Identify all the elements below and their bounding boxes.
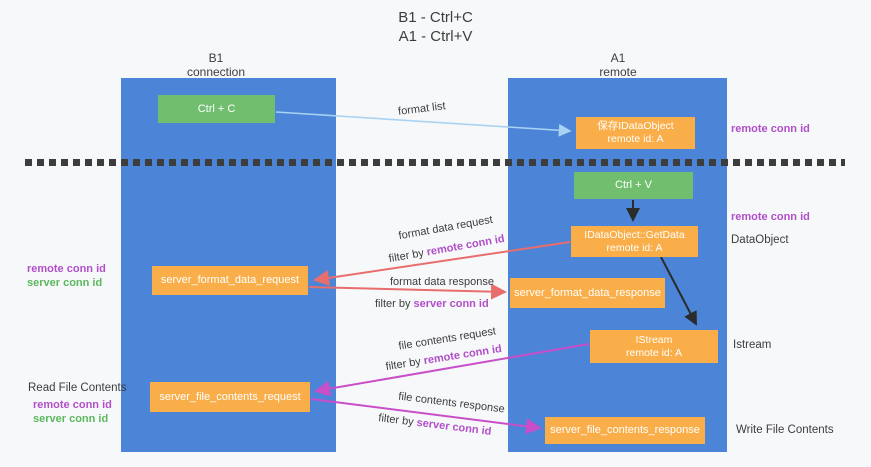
column-a1-role: remote — [599, 65, 637, 79]
node-ctrl-v-label: Ctrl + V — [615, 179, 652, 191]
edge-label-format-data-response: format data response — [390, 276, 494, 288]
column-b1-role: connection — [186, 65, 246, 79]
node-istream-line2: remote id: A — [625, 346, 683, 359]
label-left-conn-ids: remote conn id server conn id — [27, 262, 106, 290]
node-save-idataobject-line2: remote id: A — [607, 133, 664, 145]
diagram-title: B1 - Ctrl+C A1 - Ctrl+V — [0, 8, 871, 46]
node-server-file-contents-request-label: server_file_contents_request — [159, 390, 301, 403]
node-getdata-line2: remote id: A — [606, 241, 663, 254]
filter-by-text: filter by — [375, 298, 414, 310]
arrow-format-data-request — [313, 241, 571, 286]
label-remote-conn-id-mid: remote conn id — [731, 211, 810, 223]
node-ctrl-c: Ctrl + C — [158, 95, 275, 123]
column-header-b1: B1 connection — [136, 51, 296, 79]
node-save-idataobject-line1: 保存IDataObject — [597, 120, 674, 132]
node-server-format-data-request-label: server_format_data_request — [160, 274, 300, 286]
node-server-file-contents-request: server_file_contents_request — [150, 382, 310, 412]
node-idataobject-getdata: IDataObject::GetData remote id: A — [571, 226, 698, 257]
node-server-format-data-response: server_format_data_response — [510, 278, 665, 308]
label-left-remote-conn-id-2: remote conn id — [33, 399, 112, 411]
node-ctrl-v: Ctrl + V — [574, 172, 693, 199]
label-left-server-conn-id-2: server conn id — [33, 413, 109, 425]
label-istream: Istream — [733, 339, 772, 351]
arrow-file-contents-response — [310, 398, 542, 435]
arrow-format-data-response — [308, 283, 507, 300]
node-server-file-contents-response: server_file_contents_response — [545, 417, 705, 444]
label-remote-conn-id-top: remote conn id — [731, 123, 810, 135]
label-left-server-conn-id: server conn id — [27, 277, 103, 289]
node-server-format-data-request: server_format_data_request — [152, 266, 308, 295]
server-conn-id-text: server conn id — [413, 298, 489, 310]
label-read-file-contents: Read File Contents — [28, 382, 127, 394]
node-server-format-data-response-label: server_format_data_response — [514, 286, 661, 299]
arrow-format-list — [275, 111, 572, 137]
arrow-getdata-to-istream — [660, 256, 697, 326]
node-save-idataobject: 保存IDataObject remote id: A — [576, 117, 695, 149]
node-server-file-contents-response-label: server_file_contents_response — [550, 424, 700, 436]
label-left-conn-ids-2: remote conn id server conn id — [33, 398, 112, 426]
node-istream-line1: IStream — [635, 333, 673, 346]
node-getdata-line1: IDataObject::GetData — [584, 228, 685, 241]
label-write-file-contents: Write File Contents — [736, 424, 834, 436]
label-left-remote-conn-id: remote conn id — [27, 263, 106, 275]
column-b1-name: B1 — [208, 51, 224, 65]
node-ctrl-c-label: Ctrl + C — [197, 102, 236, 115]
edge-label-format-response-filter: filter by server conn id — [375, 298, 489, 310]
title-line-1: B1 - Ctrl+C — [398, 9, 473, 26]
label-dataobject: DataObject — [731, 234, 789, 246]
title-line-2: A1 - Ctrl+V — [398, 28, 473, 45]
column-header-a1: A1 remote — [538, 51, 698, 79]
column-a1-name: A1 — [610, 51, 626, 65]
phase-separator-dashed-line — [25, 159, 845, 166]
arrow-file-contents-request — [314, 343, 590, 397]
node-istream: IStream remote id: A — [590, 330, 718, 363]
